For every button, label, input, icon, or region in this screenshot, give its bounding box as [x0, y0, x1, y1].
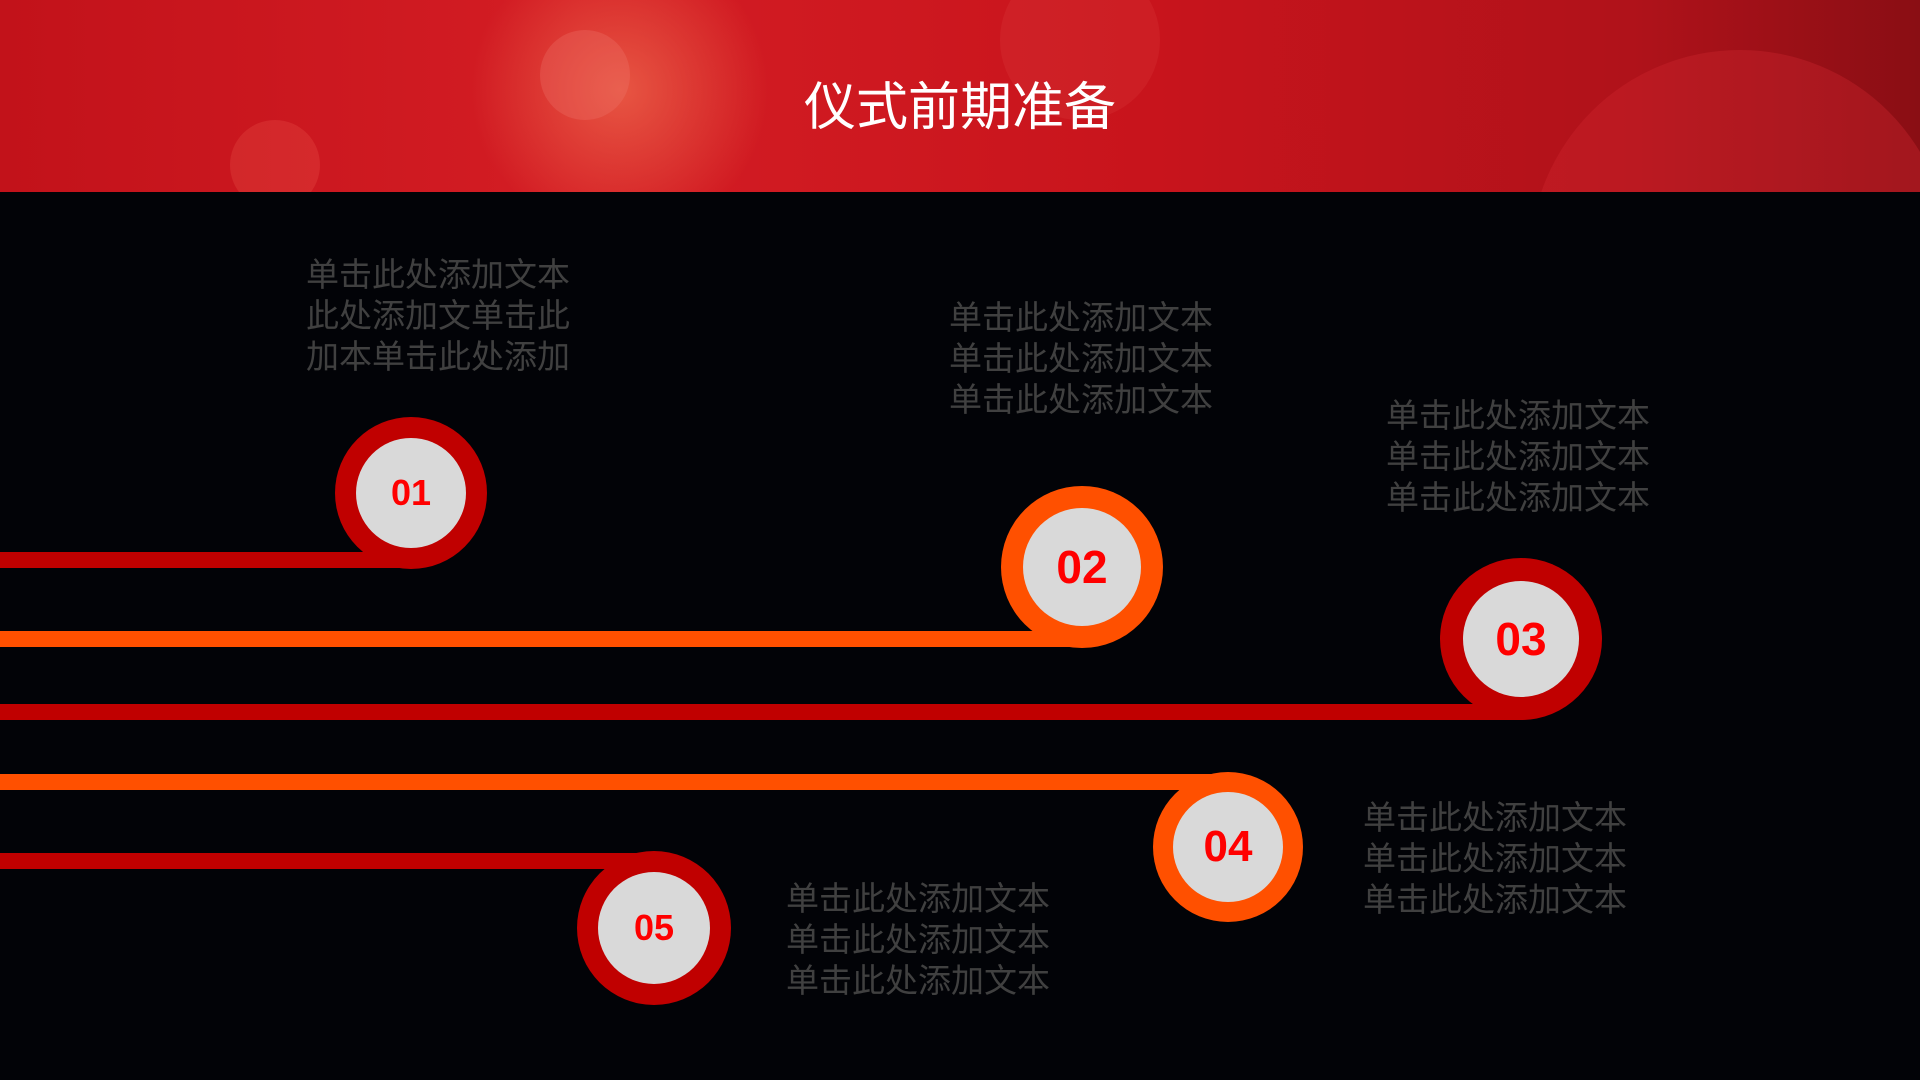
step-4-text[interactable]: 单击此处添加文本 单击此处添加文本 单击此处添加文本 — [1363, 797, 1627, 920]
step-5-text[interactable]: 单击此处添加文本 单击此处添加文本 单击此处添加文本 — [786, 878, 1050, 1001]
timeline-line-2 — [0, 631, 1082, 647]
page-title: 仪式前期准备 — [803, 78, 1116, 138]
step-2-text[interactable]: 单击此处添加文本 单击此处添加文本 单击此处添加文本 — [949, 297, 1213, 420]
text-line: 单击此处添加文本 — [1363, 798, 1627, 837]
text-line: 单击此处添加文本 — [1386, 478, 1650, 517]
step-3-text[interactable]: 单击此处添加文本 单击此处添加文本 单击此处添加文本 — [1386, 395, 1650, 518]
step-number: 02 — [1023, 508, 1141, 626]
text-line: 此处添加文单击此 — [306, 296, 570, 335]
text-line: 加本单击此处添加 — [306, 337, 570, 376]
timeline-line-1 — [0, 552, 411, 568]
step-number: 01 — [356, 438, 466, 548]
text-line: 单击此处添加文本 — [949, 380, 1213, 419]
step-marker-4: 04 — [1153, 772, 1303, 922]
timeline-line-3 — [0, 704, 1521, 720]
step-marker-3: 03 — [1440, 558, 1602, 720]
text-line: 单击此处添加文本 — [786, 961, 1050, 1000]
step-number: 05 — [598, 872, 710, 984]
step-number: 03 — [1463, 581, 1579, 697]
step-marker-5: 05 — [577, 851, 731, 1005]
step-marker-2: 02 — [1001, 486, 1163, 648]
text-line: 单击此处添加文本 — [786, 920, 1050, 959]
text-line: 单击此处添加文本 — [1386, 437, 1650, 476]
text-line: 单击此处添加文本 — [786, 879, 1050, 918]
step-1-text[interactable]: 单击此处添加文本 此处添加文单击此 加本单击此处添加 — [306, 254, 570, 377]
text-line: 单击此处添加文本 — [1386, 396, 1650, 435]
step-number: 04 — [1173, 792, 1283, 902]
step-marker-1: 01 — [335, 417, 487, 569]
text-line: 单击此处添加文本 — [306, 255, 570, 294]
text-line: 单击此处添加文本 — [949, 339, 1213, 378]
text-line: 单击此处添加文本 — [949, 298, 1213, 337]
header-banner: 仪式前期准备 — [0, 0, 1920, 192]
text-line: 单击此处添加文本 — [1363, 839, 1627, 878]
text-line: 单击此处添加文本 — [1363, 880, 1627, 919]
timeline-line-5 — [0, 853, 654, 869]
timeline-line-4 — [0, 774, 1228, 790]
